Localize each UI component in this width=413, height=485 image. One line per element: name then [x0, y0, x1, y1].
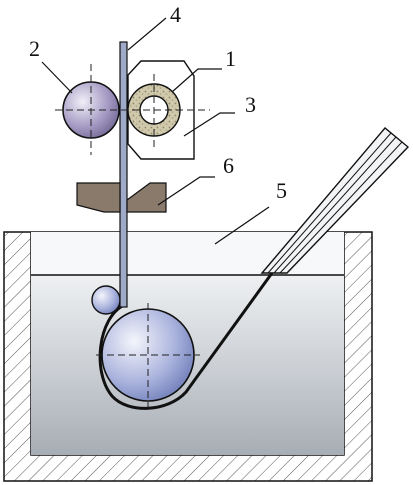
leader-3	[183, 112, 235, 137]
exit-tube-line-1	[267, 132, 392, 274]
label-roller-die: 1	[225, 46, 236, 71]
small-guide-roller	[91, 285, 121, 315]
label-pressure-roller: 2	[29, 36, 40, 61]
leader-1	[171, 68, 222, 93]
wipers	[76, 182, 167, 213]
wire-path-in-bath	[98, 272, 274, 410]
label-wipers: 6	[223, 153, 234, 178]
exit-tube-line-2	[273, 136, 397, 274]
wire-body	[119, 41, 128, 308]
wiper-right	[126, 182, 167, 213]
wiper-left	[76, 182, 121, 213]
label-wire: 4	[170, 2, 181, 27]
label-bath: 5	[276, 178, 287, 203]
exit-tube-line-3	[279, 141, 403, 274]
large-guide-roller-body	[101, 308, 195, 402]
leader-4	[127, 17, 167, 51]
exit-tube	[260, 127, 410, 274]
leader-5	[214, 206, 270, 245]
large-guide-roller	[96, 303, 200, 407]
wire	[119, 41, 128, 308]
label-die-holder: 3	[245, 92, 256, 117]
leader-6	[157, 176, 215, 206]
leader-2	[41, 61, 73, 94]
